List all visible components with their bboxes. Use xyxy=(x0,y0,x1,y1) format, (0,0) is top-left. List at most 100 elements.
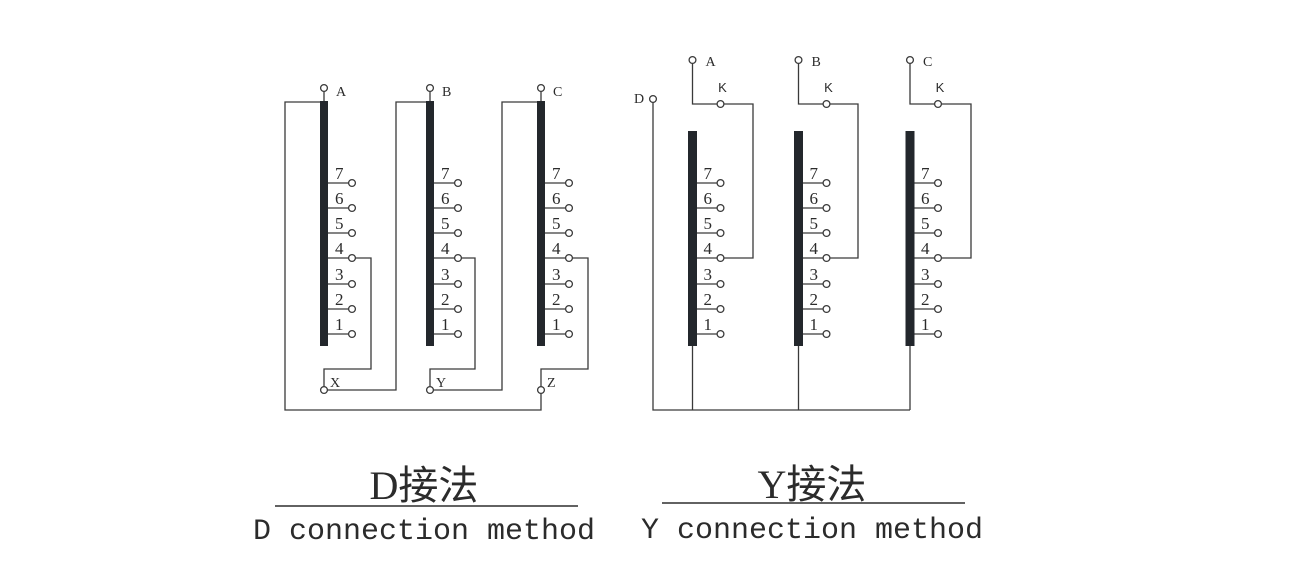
line-lead-wire xyxy=(909,63,935,105)
tap-label: 2 xyxy=(704,290,713,309)
tap-label: 6 xyxy=(335,189,344,208)
end-terminal-label: Z xyxy=(547,376,556,391)
end-terminal xyxy=(425,385,435,395)
tap-label: 5 xyxy=(704,214,713,233)
winding-bar xyxy=(794,131,803,346)
tap-terminal xyxy=(347,253,357,263)
end-terminal xyxy=(319,385,329,395)
tap-2: 2 xyxy=(434,290,463,314)
line-terminal-label: C xyxy=(553,85,562,100)
neutral-terminal xyxy=(648,94,658,104)
tap-label: 1 xyxy=(810,315,819,334)
tap-1: 1 xyxy=(328,315,357,339)
tap-2: 2 xyxy=(328,290,357,314)
tap-3: 3 xyxy=(697,265,725,289)
tap-label: 1 xyxy=(921,315,930,334)
tap-changer-terminal xyxy=(933,99,943,109)
tap-label: 1 xyxy=(335,315,344,334)
line-terminal-label: B xyxy=(812,55,821,70)
tap-terminal xyxy=(822,203,831,213)
tap-5: 5 xyxy=(914,214,943,238)
tap-terminal xyxy=(347,329,357,339)
tap-terminal xyxy=(453,203,463,213)
line-lead-wire xyxy=(691,63,718,105)
tap-3: 3 xyxy=(434,265,463,289)
tap-label: 4 xyxy=(552,239,561,258)
tap-terminal xyxy=(716,203,725,213)
tap-label: 7 xyxy=(704,164,713,183)
tap-5: 5 xyxy=(328,214,357,238)
tap-terminal xyxy=(564,304,574,314)
tap-label: 6 xyxy=(441,189,450,208)
winding-bar xyxy=(688,131,697,346)
tap-terminal xyxy=(933,178,943,188)
tap-changer-label: K xyxy=(718,80,727,95)
tap-terminal xyxy=(453,178,463,188)
line-terminal xyxy=(425,83,435,93)
tap-label: 6 xyxy=(552,189,561,208)
tap-label: 3 xyxy=(335,265,344,284)
line-terminal xyxy=(319,83,329,93)
tap-label: 5 xyxy=(552,214,561,233)
tap-terminal xyxy=(933,203,943,213)
tap-6: 6 xyxy=(803,189,831,213)
tap-4: 4 xyxy=(434,239,463,263)
tap-terminal xyxy=(347,304,357,314)
y-connection-title-cn: Y接法 xyxy=(758,462,867,507)
tap-label: 7 xyxy=(335,164,344,183)
winding-bar xyxy=(320,101,328,346)
tap-label: 7 xyxy=(441,164,450,183)
tap-6: 6 xyxy=(697,189,725,213)
tap-terminal xyxy=(716,329,725,339)
line-terminal-label: A xyxy=(706,55,717,70)
tap-label: 7 xyxy=(552,164,561,183)
tap-label: 6 xyxy=(921,189,930,208)
tap-label: 3 xyxy=(704,265,713,284)
end-terminal-label: X xyxy=(330,376,340,391)
line-terminal xyxy=(536,83,546,93)
tap-terminal xyxy=(822,178,831,188)
tap-link-wire xyxy=(323,257,372,387)
d-connection-title-en: D connection method xyxy=(253,515,595,549)
tap-4: 4 xyxy=(914,239,943,263)
tap-terminal xyxy=(822,228,831,238)
tap-terminal xyxy=(933,279,943,289)
tap-terminal xyxy=(564,178,574,188)
tap-6: 6 xyxy=(545,189,574,213)
tap-label: 3 xyxy=(441,265,450,284)
tap-7: 7 xyxy=(545,164,574,188)
tap-3: 3 xyxy=(328,265,357,289)
d-connection-title-cn: D接法 xyxy=(370,463,479,508)
neutral-bus-wire xyxy=(652,102,910,411)
tap-terminal xyxy=(564,253,574,263)
tap-label: 3 xyxy=(921,265,930,284)
tap-5: 5 xyxy=(434,214,463,238)
tap-label: 2 xyxy=(441,290,450,309)
line-lead-wire xyxy=(797,63,824,105)
delta-wire-b-to-x xyxy=(327,101,426,391)
tap-link-wire xyxy=(723,103,754,259)
line-terminal xyxy=(905,55,915,65)
tap-terminal xyxy=(347,178,357,188)
tap-terminal xyxy=(716,178,725,188)
tap-4: 4 xyxy=(697,239,725,263)
line-terminal-label: A xyxy=(336,85,347,100)
tap-7: 7 xyxy=(803,164,831,188)
tap-3: 3 xyxy=(803,265,831,289)
y-connection-caption: Y接法 Y connection method xyxy=(641,462,983,548)
tap-label: 7 xyxy=(810,164,819,183)
tap-1: 1 xyxy=(697,315,725,339)
line-terminal xyxy=(688,55,697,65)
tap-1: 1 xyxy=(803,315,831,339)
tap-terminal xyxy=(822,304,831,314)
tap-label: 2 xyxy=(810,290,819,309)
tap-terminal xyxy=(347,203,357,213)
line-terminal-label: B xyxy=(442,85,451,100)
tap-label: 1 xyxy=(552,315,561,334)
tap-7: 7 xyxy=(914,164,943,188)
tap-label: 4 xyxy=(921,239,930,258)
tap-7: 7 xyxy=(434,164,463,188)
